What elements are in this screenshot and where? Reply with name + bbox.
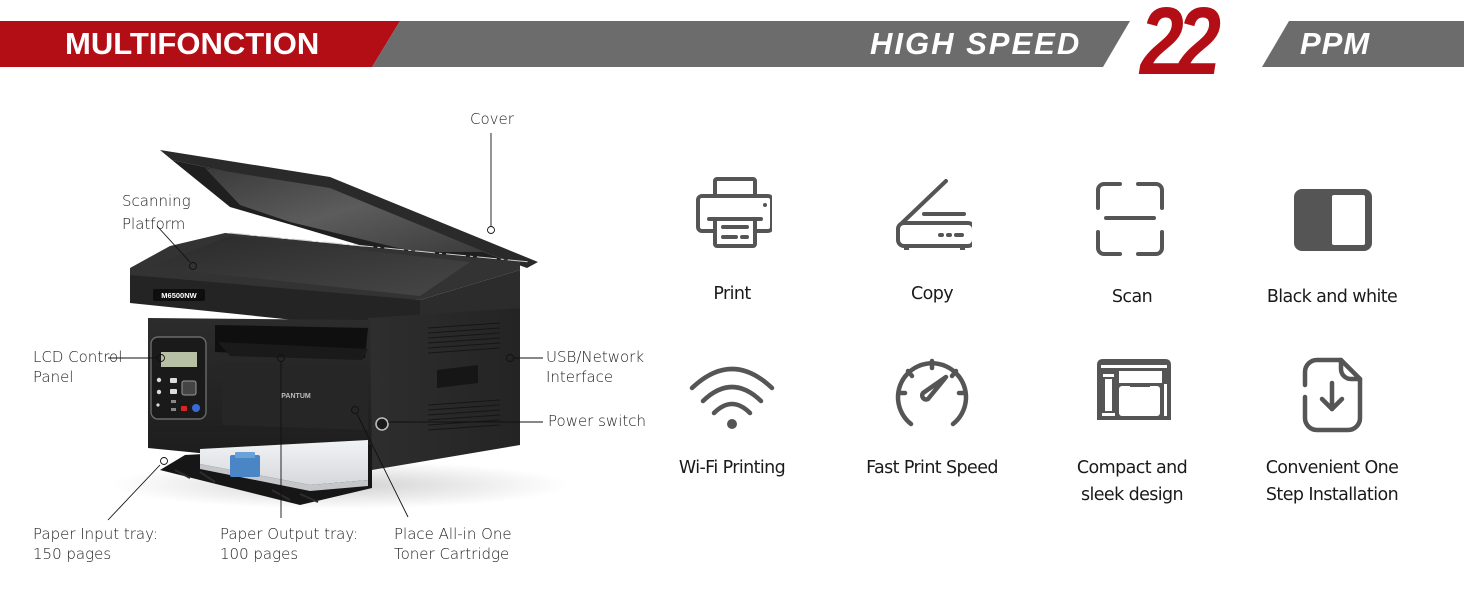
callout-toner-line1: Place All-in One [394, 525, 512, 543]
feature-black-white: Black and white [1232, 180, 1432, 311]
svg-text:PANTUM: PANTUM [281, 393, 311, 400]
banner-background [0, 21, 1464, 67]
callout-scanning-platform-line1: Scanning [122, 192, 191, 210]
speed-unit: PPM [1300, 26, 1371, 61]
feature-label: Scan [1111, 287, 1153, 307]
feature-label-line1: Compact and [1076, 458, 1188, 478]
black-white-icon [1294, 189, 1372, 251]
feature-label: Black and white [1266, 287, 1398, 307]
features-grid: Print Copy Scan [632, 160, 1432, 540]
feature-print: Print [632, 175, 832, 308]
speed-value: 22 [1140, 0, 1221, 95]
callout-toner-line2: Toner Cartridge [394, 545, 510, 563]
callout-power-switch: Power switch [548, 412, 647, 430]
callout-usb-network-line2: Interface [546, 368, 614, 386]
feature-label: Print [713, 284, 751, 304]
model-badge [153, 289, 205, 301]
scan-frame-icon [1096, 182, 1164, 256]
feature-one-step-install: Convenient One Step Installation [1232, 355, 1432, 509]
header-banner: MULTIFONCTION HIGH SPEED 22 PPM [0, 0, 1464, 90]
callout-paper-input-line1: Paper Input tray: [33, 525, 158, 543]
callout-paper-output-line2: 100 pages [220, 545, 299, 563]
feature-label-line1: Convenient One [1265, 458, 1399, 478]
speed-label: HIGH SPEED [870, 26, 1082, 61]
wifi-icon [689, 366, 775, 429]
feature-compact-design: Compact and sleek design [1032, 355, 1232, 509]
callout-scanning-platform-line2: Platform [122, 215, 186, 233]
feature-label-line2: Step Installation [1265, 485, 1399, 505]
callout-lcd-panel-line2: Panel [33, 368, 74, 386]
flatbed-scanner-icon [896, 179, 972, 250]
compact-printer-icon [1097, 359, 1171, 420]
speedometer-icon [895, 358, 969, 427]
svg-text:M6500NW: M6500NW [161, 291, 197, 300]
feature-wifi-printing: Wi-Fi Printing [632, 355, 832, 482]
callout-paper-output-line1: Paper Output tray: [220, 525, 359, 543]
feature-fast-print-speed: Fast Print Speed [832, 355, 1032, 482]
printer-icon [696, 177, 772, 248]
banner-title: MULTIFONCTION [65, 26, 320, 61]
feature-scan: Scan [1032, 180, 1232, 311]
callout-cover: Cover [470, 110, 514, 128]
printer-illustration: M6500NW PANTUM [107, 133, 570, 521]
feature-label: Copy [911, 284, 954, 304]
feature-copy: Copy [832, 175, 1032, 308]
callout-usb-network-line1: USB/Network [546, 348, 645, 366]
file-download-icon [1302, 357, 1363, 433]
feature-label: Wi-Fi Printing [678, 458, 786, 478]
feature-label: Fast Print Speed [866, 458, 998, 478]
callout-lcd-panel-line1: LCD Control [33, 348, 123, 366]
feature-label-line2: sleek design [1080, 485, 1184, 505]
printer-diagram: M6500NW PANTUM [0, 90, 660, 600]
callout-paper-input-line2: 150 pages [33, 545, 112, 563]
